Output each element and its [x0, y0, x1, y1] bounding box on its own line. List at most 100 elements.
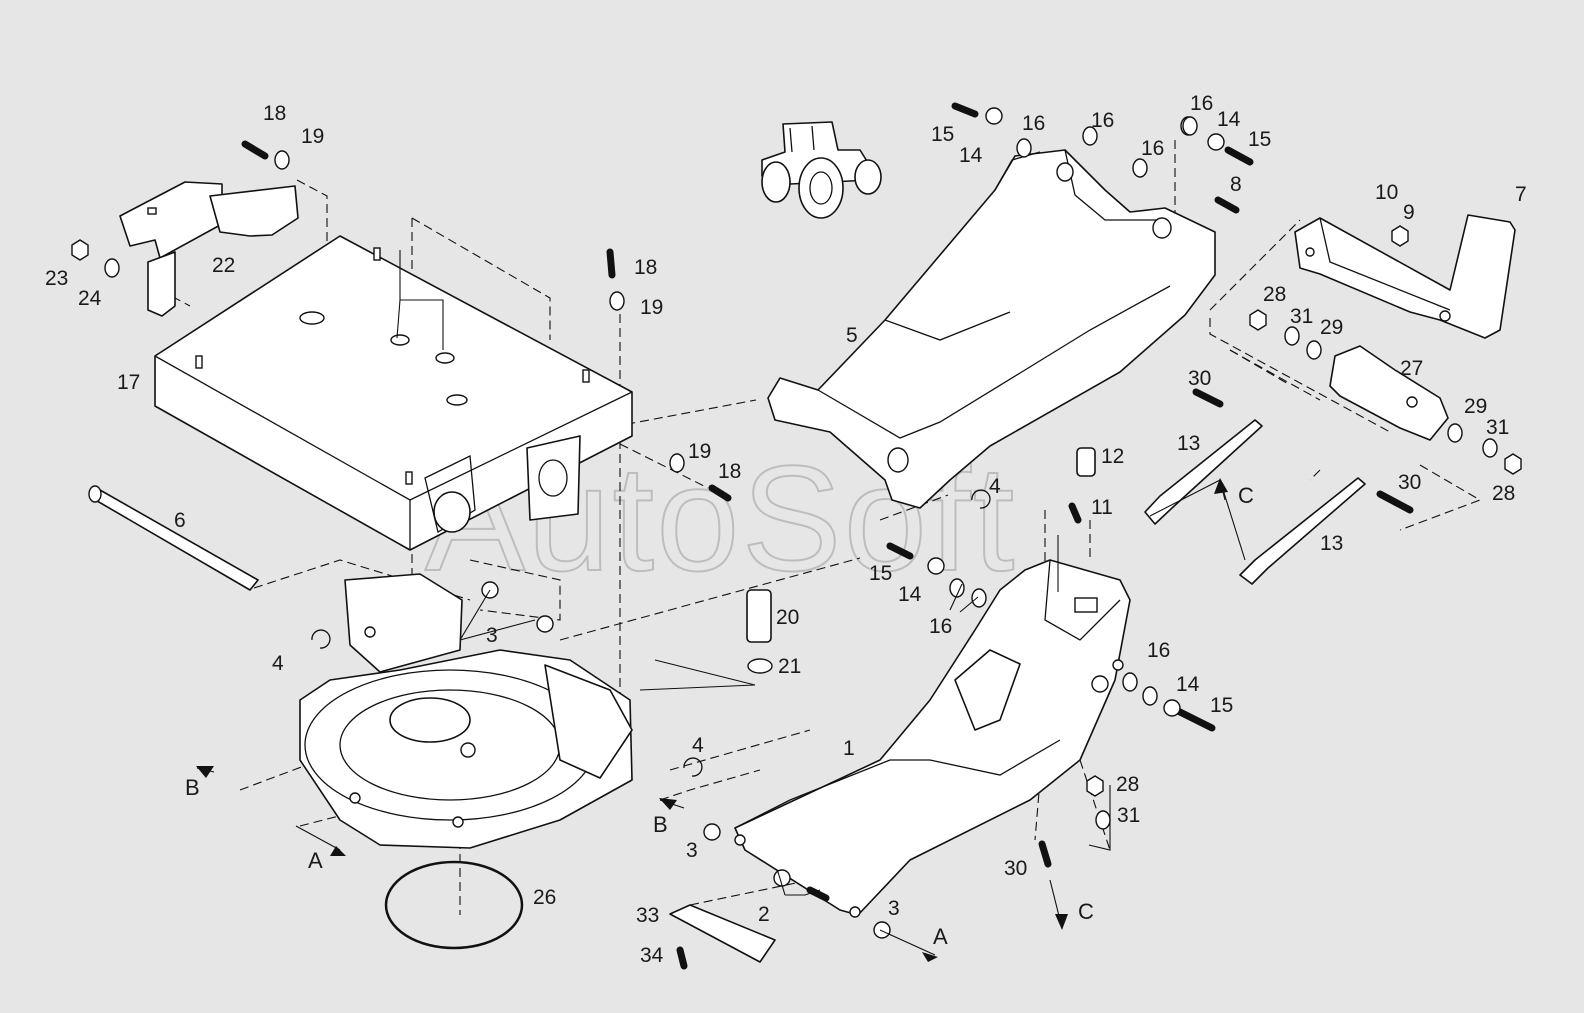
part-callout-3: 3 — [486, 624, 498, 647]
part-callout-11: 11 — [1091, 496, 1113, 519]
washer-icon — [1122, 672, 1138, 692]
bolt-icon — [708, 484, 732, 502]
part-callout-16: 16 — [1091, 109, 1114, 132]
view-arrow-labels: A A B B C C — [185, 483, 1254, 949]
part-5-upper-arm — [767, 149, 1216, 509]
washer-icon — [1182, 116, 1198, 136]
bolt-icon — [1224, 146, 1254, 166]
washer-icon — [274, 150, 290, 170]
bolt-icon — [676, 946, 688, 970]
washer-icon — [104, 258, 120, 278]
washer-icon — [1482, 438, 1498, 458]
bushing-icon — [985, 107, 1003, 125]
part-callout-28: 28 — [1492, 482, 1515, 505]
view-arrow-label-c: C — [1238, 483, 1254, 508]
part-12-bushing — [1076, 447, 1096, 477]
nut-icon — [1249, 309, 1267, 331]
view-arrows — [196, 478, 1228, 962]
view-arrow-label-a: A — [933, 924, 948, 949]
washer-icon — [669, 453, 685, 473]
part-6-pin — [88, 485, 259, 591]
bushing-icon — [703, 823, 721, 841]
retaining-clip-icon — [683, 757, 703, 777]
part-callout-8: 8 — [1230, 173, 1242, 196]
view-arrow-label-b: B — [653, 812, 668, 837]
bolt-icon — [806, 886, 830, 902]
part-13-gas-struts — [1144, 419, 1366, 585]
nut-icon — [1391, 225, 1409, 247]
part-callout-18: 18 — [263, 102, 286, 125]
part-callout-3: 3 — [888, 897, 900, 920]
part-callout-13: 13 — [1177, 432, 1200, 455]
part-callout-5: 5 — [846, 324, 858, 347]
washer-icon — [1082, 126, 1098, 146]
part-callout-28: 28 — [1263, 283, 1286, 306]
part-26-o-ring — [384, 860, 524, 950]
retaining-clip-icon — [311, 629, 331, 649]
washer-icon — [1132, 158, 1148, 178]
part-callout-15: 15 — [931, 123, 954, 146]
part-callout-16: 16 — [1022, 112, 1045, 135]
part-callout-27: 27 — [1400, 357, 1423, 380]
bolt-icon — [1192, 388, 1224, 408]
washer-icon — [971, 588, 987, 608]
washer-icon — [1306, 340, 1322, 360]
bolt-icon — [1038, 840, 1052, 868]
part-callout-34: 34 — [640, 944, 664, 967]
part-callout-30: 30 — [1188, 367, 1211, 390]
washer-icon — [949, 578, 965, 598]
bolt-icon — [1068, 502, 1082, 524]
bushing-icon — [1091, 675, 1109, 693]
part-callout-15: 15 — [869, 562, 892, 585]
view-arrow-label-c: C — [1078, 899, 1094, 924]
part-callout-3: 3 — [686, 839, 698, 862]
view-arrow-label-a: A — [308, 848, 323, 873]
washer-icon — [1095, 810, 1111, 830]
part-callout-14: 14 — [1217, 108, 1241, 131]
part-callout-20: 20 — [776, 606, 799, 629]
retaining-clip-icon — [971, 489, 991, 509]
part-callout-23: 23 — [45, 267, 68, 290]
nut-icon — [1086, 775, 1104, 797]
bolt-icon — [1214, 196, 1240, 214]
part-callout-33: 33 — [636, 904, 659, 927]
part-callout-19: 19 — [301, 125, 324, 148]
part-callout-26: 26 — [533, 886, 556, 909]
part-callout-4: 4 — [692, 734, 704, 757]
fastener-group — [71, 102, 1522, 970]
bushing-icon — [1163, 699, 1181, 717]
part-callout-30: 30 — [1004, 857, 1027, 880]
part-20-bushing — [746, 589, 773, 674]
part-callout-7: 7 — [1515, 183, 1527, 206]
part-callout-19: 19 — [640, 296, 663, 319]
part-callout-17: 17 — [117, 371, 140, 394]
part-callout-13: 13 — [1320, 532, 1343, 555]
part-callout-1: 1 — [843, 737, 855, 760]
part-callout-12: 12 — [1101, 445, 1124, 468]
part-callout-16: 16 — [1141, 137, 1164, 160]
tractor-icon — [761, 121, 882, 219]
part-callout-24: 24 — [78, 287, 102, 310]
part-callout-19: 19 — [688, 440, 711, 463]
part-callout-29: 29 — [1464, 395, 1487, 418]
washer-icon — [609, 291, 625, 311]
part-27-plate — [1329, 345, 1449, 441]
washer-icon — [1284, 326, 1300, 346]
nut-icon — [1504, 453, 1522, 475]
part-1-lower-arm — [734, 559, 1131, 918]
part-callout-15: 15 — [1210, 694, 1233, 717]
washer-icon — [1447, 423, 1463, 443]
part-callout-28: 28 — [1116, 773, 1139, 796]
part-callout-21: 21 — [778, 655, 801, 678]
view-arrow-label-b: B — [185, 775, 200, 800]
base-mount-housing — [299, 573, 633, 849]
nut-icon — [71, 239, 89, 261]
part-callout-16: 16 — [1147, 639, 1170, 662]
part-callout-30: 30 — [1398, 471, 1421, 494]
part-callout-2: 2 — [758, 903, 770, 926]
bushing-icon — [873, 921, 891, 939]
part-callout-18: 18 — [634, 256, 657, 279]
washer-icon — [1016, 138, 1032, 158]
